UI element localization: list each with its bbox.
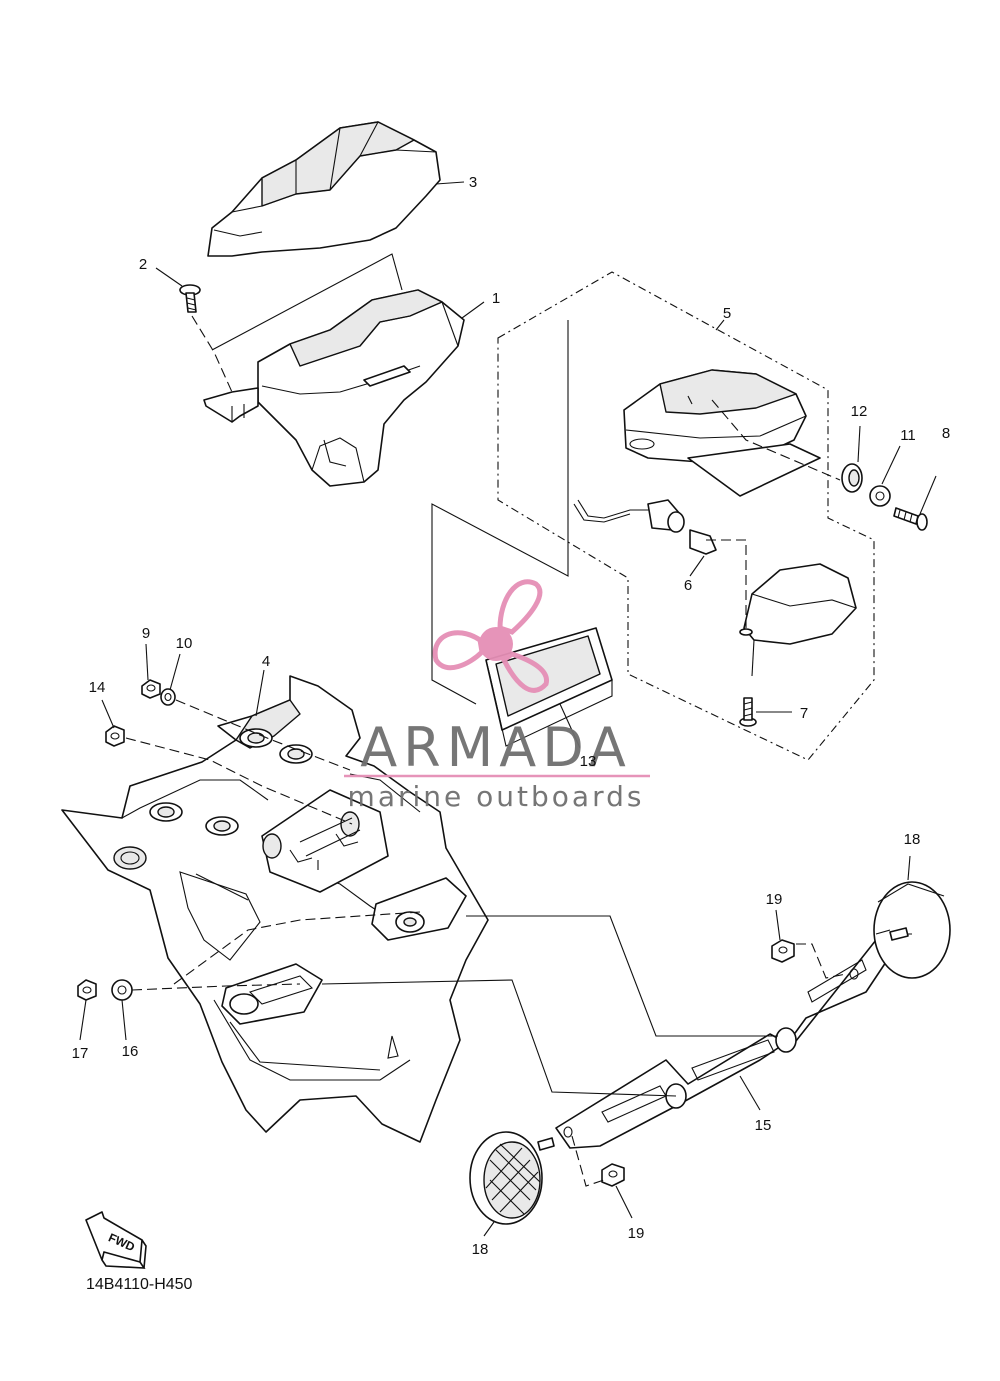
part-18-reflector-right: [873, 881, 951, 979]
fwd-arrow-icon: FWD: [85, 1211, 147, 1269]
callout-4: 4: [262, 653, 270, 670]
callout-14: 14: [89, 679, 106, 696]
part-16-washer: [111, 979, 133, 1001]
callout-17: 17: [72, 1045, 89, 1062]
callout-3: 3: [469, 174, 477, 191]
part-12-grommet: [841, 463, 863, 493]
callouts: 1 2 3 5 12 11 8 6 7 9 10 14 4 13 18 19 1…: [72, 174, 951, 1258]
callout-6: 6: [684, 577, 692, 594]
callout-19-upper: 19: [766, 891, 783, 908]
callout-1: 1: [492, 290, 500, 307]
part-6-bulb: [573, 499, 717, 555]
callout-19-lower: 19: [628, 1225, 645, 1242]
part-15-stay: [555, 939, 887, 1149]
part-4-bracket: [61, 675, 489, 1143]
watermark-brand: ARMADA: [360, 716, 632, 779]
callout-15: 15: [755, 1117, 772, 1134]
part-3-cover: [207, 121, 441, 257]
part-19-nut-upper: [771, 939, 795, 963]
callout-18-left: 18: [472, 1241, 489, 1258]
armada-watermark: ARMADA marine outboards: [344, 579, 650, 813]
part-19-nut-lower: [601, 1163, 625, 1187]
callout-2: 2: [139, 256, 147, 273]
part-18-reflector-left: [469, 1131, 555, 1225]
part-9-nut: [141, 679, 161, 699]
callout-13: 13: [580, 753, 597, 770]
callout-9: 9: [142, 625, 150, 642]
reference-code: 14B4110-H450: [86, 1276, 193, 1293]
callout-5: 5: [723, 305, 731, 322]
part-5-lamp: [623, 369, 821, 497]
callout-8: 8: [942, 425, 950, 442]
part-17-nut: [77, 979, 97, 1001]
part-11-collar: [869, 485, 891, 507]
propeller-logo: [432, 579, 549, 693]
assembly-outline-5: [497, 271, 875, 761]
part-7-screw: [739, 697, 757, 727]
part-5-lamp-lower: [739, 563, 857, 677]
watermark-tagline: marine outboards: [348, 780, 645, 813]
callout-7: 7: [800, 705, 808, 722]
callout-leaders: [79, 181, 937, 1237]
callout-11: 11: [900, 427, 916, 444]
part-10-washer: [160, 688, 176, 706]
part-2-screw: [179, 284, 201, 313]
callout-18-right: 18: [904, 831, 921, 848]
callout-16: 16: [122, 1043, 139, 1060]
part-8-screw: [893, 507, 928, 531]
part-1-housing: [203, 289, 465, 487]
callout-12: 12: [851, 403, 868, 420]
callout-10: 10: [176, 635, 193, 652]
part-14-nut: [105, 725, 125, 747]
